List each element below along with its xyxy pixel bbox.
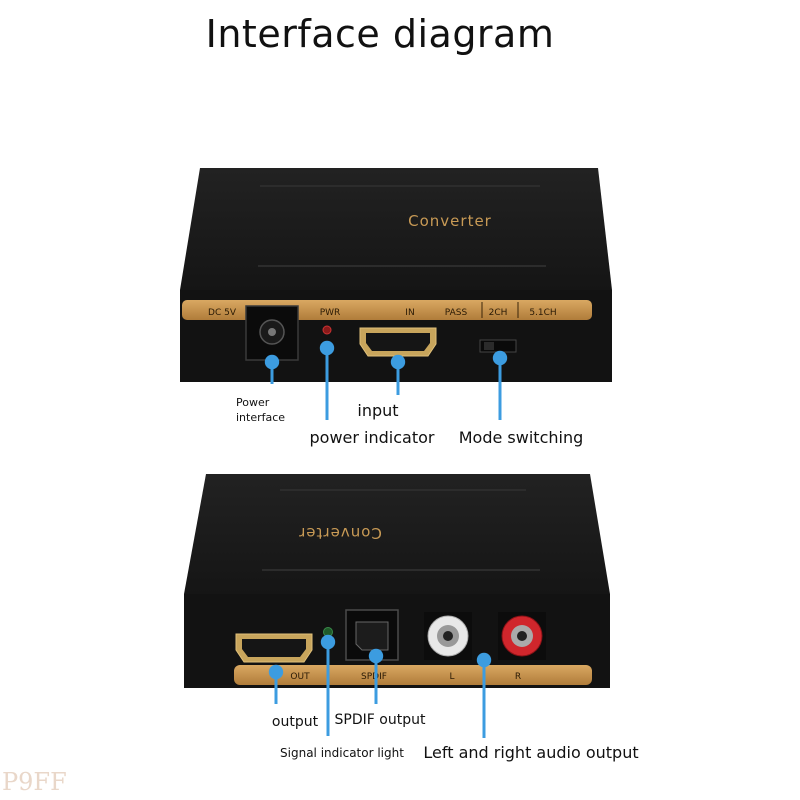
panel-label-r: R — [515, 672, 521, 682]
hdmi-output-port — [235, 633, 313, 663]
converter-unit-bottom: Converter OUT SPDIF L R — [184, 474, 639, 762]
label-power-indicator: power indicator — [310, 428, 435, 447]
brand-label-top: Converter — [408, 212, 492, 230]
gold-label-strip-bottom — [234, 665, 592, 685]
rca-left-white-jack — [424, 612, 472, 660]
page-title: Interface diagram — [205, 12, 555, 56]
device-top-surface — [180, 168, 612, 290]
converter-unit-top: Converter DC 5V PWR IN PASS 2CH 5.1CH — [180, 168, 612, 447]
spdif-optical-port — [345, 609, 399, 661]
label-signal-indicator: Signal indicator light — [280, 746, 404, 760]
panel-label-2ch: 2CH — [489, 308, 508, 318]
rca-right-red-jack — [498, 612, 546, 660]
mode-switch — [479, 339, 517, 353]
panel-label-pass: PASS — [445, 308, 468, 318]
watermark-logo: P9FF — [2, 768, 67, 796]
label-power-interface-1: Power — [236, 396, 270, 409]
label-mode-switching: Mode switching — [459, 428, 584, 447]
label-power-interface-2: interface — [236, 411, 285, 424]
panel-label-in: IN — [405, 308, 414, 318]
signal-led — [323, 627, 333, 637]
label-lr-audio: Left and right audio output — [423, 743, 638, 762]
panel-label-pwr: PWR — [320, 308, 341, 318]
panel-label-spdif: SPDIF — [361, 672, 387, 682]
panel-label-out: OUT — [290, 672, 310, 682]
device-top-surface-bottom — [184, 474, 610, 594]
dc-power-jack — [245, 305, 299, 361]
power-led — [322, 325, 332, 335]
label-input: input — [357, 401, 398, 420]
panel-label-dc: DC 5V — [208, 308, 237, 318]
brand-label-bottom: Converter — [298, 524, 382, 542]
label-spdif-output: SPDIF output — [335, 712, 426, 728]
hdmi-input-port — [359, 327, 437, 357]
label-output: output — [272, 714, 319, 730]
panel-label-51ch: 5.1CH — [529, 308, 556, 318]
panel-label-l: L — [449, 672, 454, 682]
